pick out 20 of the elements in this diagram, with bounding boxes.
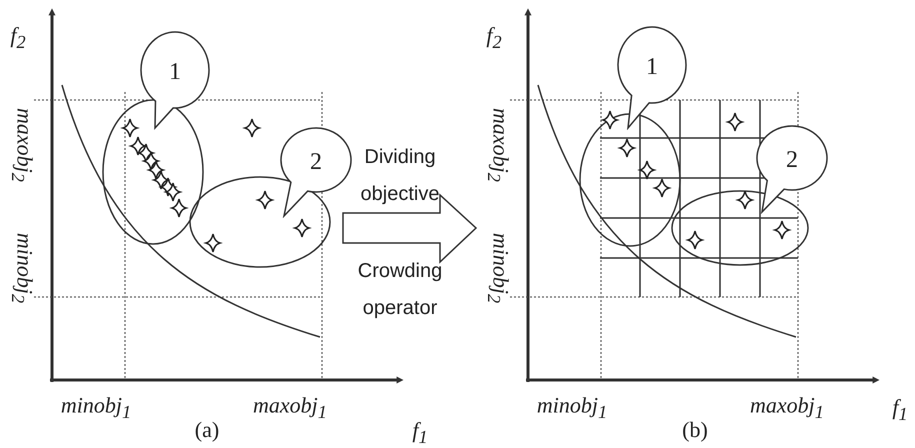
- panel-label: (a): [194, 419, 220, 441]
- axis-label: minobj$_{1}$: [536, 394, 608, 422]
- callout-bubble: [616, 25, 688, 130]
- arrow-caption: Dividing objective: [360, 145, 440, 207]
- callout-number: 1: [646, 55, 658, 79]
- callout-bubble: [279, 126, 353, 218]
- axis-label: f$_{1}$: [892, 396, 908, 424]
- axis-label: maxobj$_{1}$: [750, 394, 824, 422]
- axis-label: f$_{1}$: [412, 420, 428, 446]
- callout-number: 2: [310, 150, 322, 174]
- axis-label: maxobj$_{1}$: [253, 394, 327, 422]
- callout-bubble: [755, 124, 829, 214]
- panel-label: (b): [682, 419, 708, 441]
- axis-label: f$_{2}$: [10, 24, 26, 52]
- callout-number: 1: [169, 60, 181, 84]
- callout-bubble: [139, 30, 211, 130]
- axis-label: f$_{2}$: [486, 24, 502, 52]
- arrow-caption: Crowding operator: [356, 259, 444, 321]
- callout-number: 2: [786, 148, 798, 172]
- axis-label: minobj$_{1}$: [60, 394, 132, 422]
